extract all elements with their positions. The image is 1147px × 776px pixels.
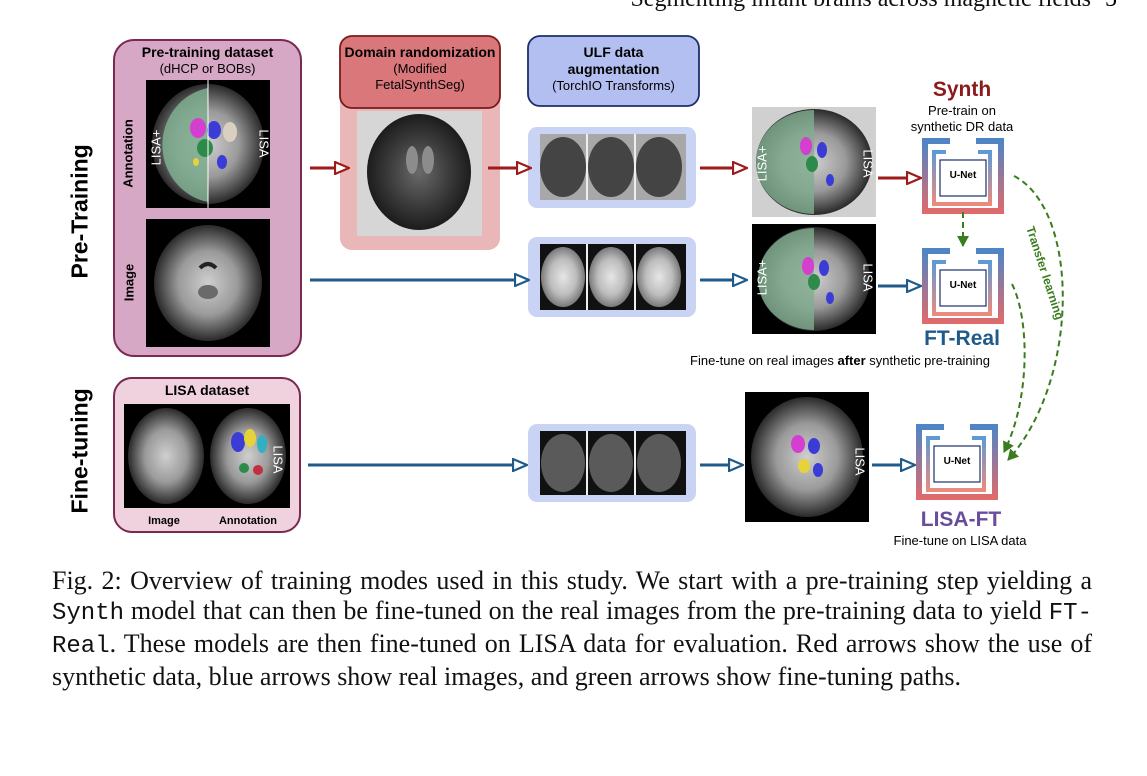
lisa-real-image	[124, 404, 290, 508]
unet-synth-label: U-Net	[949, 170, 977, 181]
page-number: 5	[1105, 0, 1117, 13]
lisa-annotation-label: Annotation	[218, 515, 278, 527]
lisaft-model-name: LISA-FT	[920, 508, 1002, 531]
lisa-image-label: Image	[148, 515, 180, 527]
unet-synth-icon	[922, 138, 1004, 214]
lisa-dataset-lisa-label: LISA	[270, 445, 286, 474]
green-arrow-synth-to-lisaft	[1007, 175, 1064, 461]
unet-ftreal-icon	[922, 248, 1004, 324]
pretrain-real-image	[146, 219, 270, 347]
lisaft-model-desc: Fine-tune on LISA data	[893, 533, 1027, 548]
seg-output-real	[752, 224, 876, 334]
real-lisa-label: LISA	[860, 263, 876, 292]
image-row-label: Image	[121, 263, 137, 302]
pretrain-dataset-title: Pre-training dataset(dHCP or BOBs)	[141, 44, 274, 76]
figure-caption: Fig. 2: Overview of training modes used …	[52, 566, 1092, 691]
running-title: Segmenting infant brains across magnetic…	[630, 0, 1091, 13]
ulf-strip-real	[528, 237, 696, 317]
ftreal-model-name: FT-Real	[924, 327, 1000, 350]
ulf-strip-lisa	[528, 424, 696, 502]
dr-synthetic-image	[357, 111, 482, 236]
synth-model-name: Synth	[932, 78, 992, 101]
synth-lisa-plus-label: LISA+	[754, 145, 770, 182]
real-lisa-plus-label: LISA+	[754, 259, 770, 296]
pretrain-lisa-plus-label: LISA+	[148, 129, 164, 166]
seg-output-lisa	[745, 392, 869, 522]
green-arrow-ftreal-to-lisaft	[1003, 283, 1026, 453]
domain-randomization-header	[339, 35, 501, 109]
synth-lisa-label: LISA	[860, 149, 876, 178]
ulf-augmentation-header	[527, 35, 700, 107]
ulf-strip-synth	[528, 127, 696, 208]
unet-lisaft-icon	[916, 424, 998, 500]
unet-ftreal-label: U-Net	[949, 280, 977, 291]
ftreal-model-desc: Fine-tune on real images after synthetic…	[690, 353, 990, 368]
pretrain-annotation-image	[146, 80, 270, 208]
lisa-output-label: LISA	[852, 447, 868, 476]
seg-output-synth	[752, 107, 876, 217]
lisa-dataset-title: LISA dataset	[164, 382, 250, 398]
pretrain-lisa-label: LISA	[256, 129, 272, 158]
training-diagram	[113, 35, 1064, 533]
unet-lisaft-label: U-Net	[943, 456, 971, 467]
annotation-row-label: Annotation	[120, 119, 136, 188]
